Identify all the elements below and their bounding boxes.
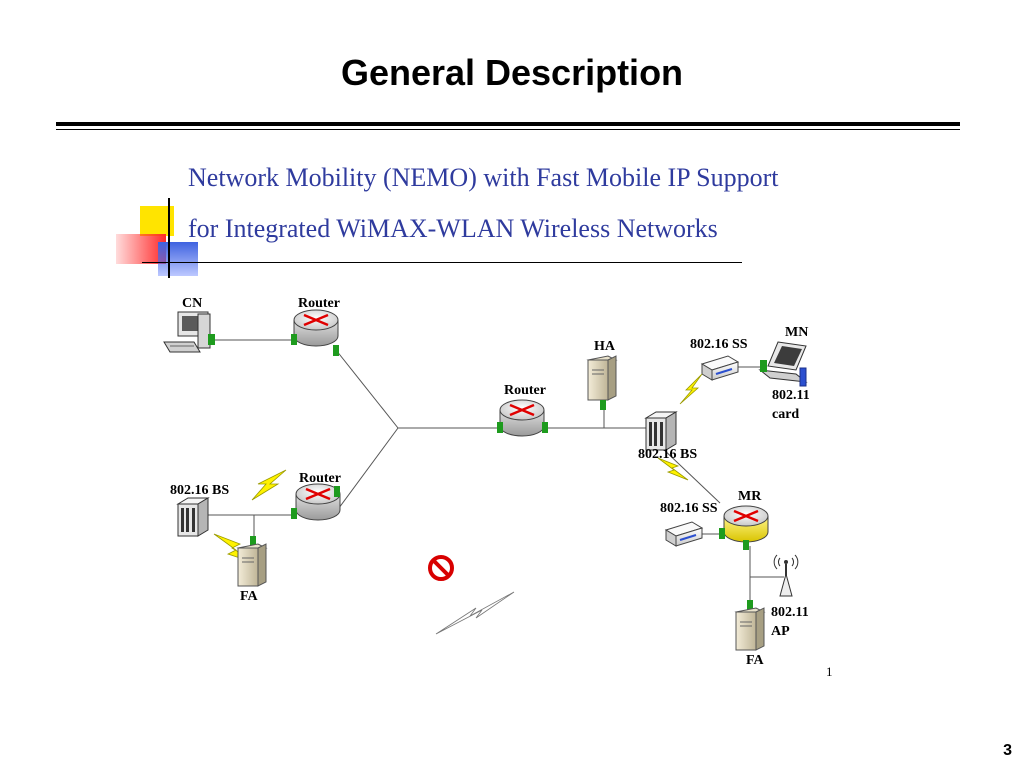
- title-rule-thick: [56, 122, 960, 126]
- bs-left-label: 802.16 BS: [170, 483, 229, 498]
- ap-label-line2: AP: [771, 624, 790, 639]
- mr-label: MR: [738, 489, 762, 504]
- bs-center-icon: [644, 411, 678, 451]
- slide-title: General Description: [340, 52, 684, 93]
- title-rule-thin: [56, 129, 960, 130]
- card-label-line1: 802.11: [772, 388, 810, 403]
- mn-laptop-icon: [758, 341, 808, 387]
- ha-server-icon: [586, 355, 618, 410]
- ap-label-line1: 802.11: [771, 605, 809, 620]
- mn-label: MN: [785, 325, 808, 340]
- fa-right-server-icon: [734, 600, 766, 651]
- subtitle-line-1: Network Mobility (NEMO) with Fast Mobile…: [188, 163, 779, 192]
- router-center-icon: [497, 399, 548, 437]
- subtitle-line-2: for Integrated WiMAX-WLAN Wireless Netwo…: [188, 214, 718, 243]
- bs-center-label: 802.16 BS: [638, 447, 697, 462]
- router-top-label: Router: [298, 296, 340, 311]
- ha-label: HA: [594, 339, 616, 354]
- router-left-icon: [291, 483, 341, 521]
- ss-mr-icon: [664, 521, 704, 547]
- lightning-bolt-icon: [679, 373, 703, 405]
- router-center-label: Router: [504, 383, 546, 398]
- card-label-line2: card: [772, 407, 799, 422]
- lightning-bolt-icon: [251, 469, 287, 501]
- fa-right-label: FA: [746, 653, 765, 668]
- cn-computer-icon: [163, 311, 211, 353]
- footnote-label: 1: [826, 664, 833, 679]
- ss-top-label: 802.16 SS: [690, 337, 748, 352]
- lightning-outline-icon: [435, 591, 515, 635]
- fa-left-label: FA: [240, 589, 259, 604]
- mr-router-icon: [719, 505, 769, 550]
- decor-squares: [112, 196, 742, 286]
- lightning-bolt-icon: [657, 457, 689, 481]
- ss-top-icon: [700, 355, 740, 381]
- ap-antenna-icon: [773, 554, 799, 597]
- router-top-icon: [291, 309, 339, 356]
- fa-left-server-icon: [236, 536, 268, 587]
- cn-label: CN: [182, 296, 202, 311]
- ss-mr-label: 802.16 SS: [660, 501, 718, 516]
- page-number: 3: [1003, 742, 1012, 759]
- bs-left-icon: [176, 497, 210, 537]
- router-left-label: Router: [299, 471, 341, 486]
- prohibited-icon: [428, 555, 454, 581]
- port-icon: [208, 334, 215, 345]
